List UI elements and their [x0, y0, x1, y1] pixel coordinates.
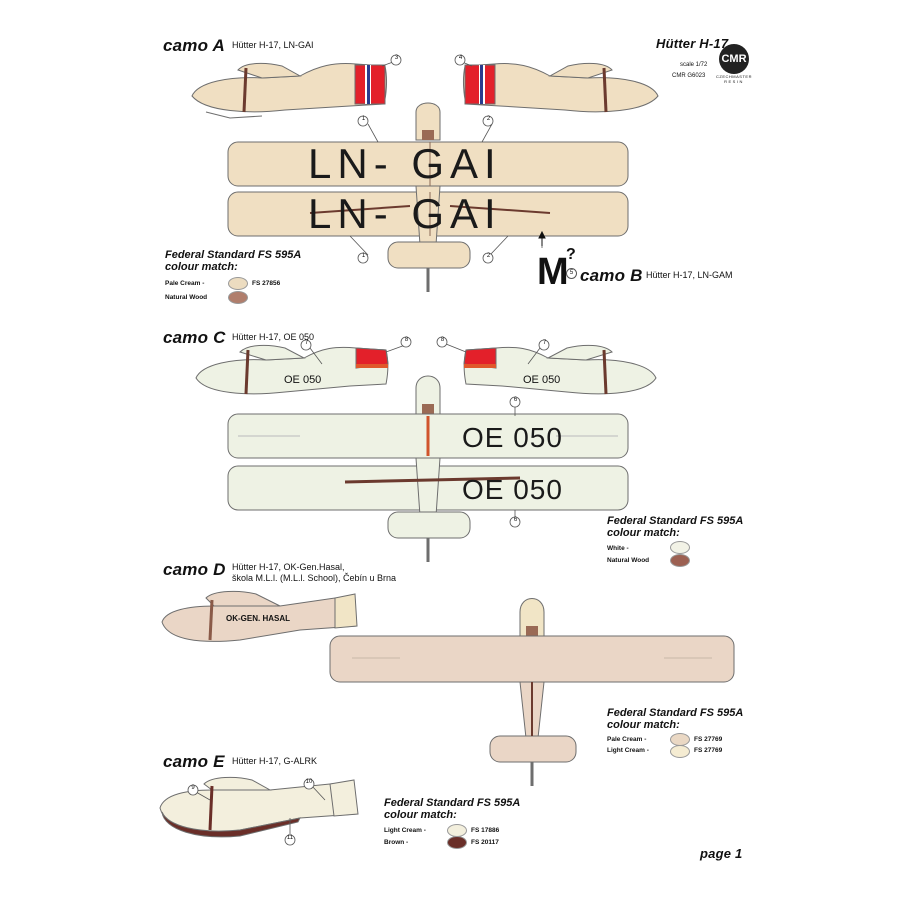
fs1-title: Federal Standard FS 595A [165, 249, 302, 261]
camo-c-side-reg-right: OE 050 [523, 374, 561, 386]
fs1-color1-name: Pale Cream - [165, 280, 205, 287]
fs1-subtitle: colour match: [165, 261, 238, 273]
camo-e-desc: Hütter H-17, G-ALRK [232, 756, 318, 766]
fs1-color1-swatch [228, 277, 248, 290]
camo-a-callout-circles [357, 54, 494, 264]
camo-b-label: camo B [580, 266, 643, 285]
camo-c-side-right [463, 344, 657, 395]
camo-a-plan [227, 102, 629, 292]
camo-c-desc: Hütter H-17, OE 050 [232, 332, 315, 342]
fs4-color2-name: Brown - [384, 839, 409, 846]
callout-1-bottom: 1 [361, 253, 366, 259]
fs4-color1-name: Light Cream - [384, 827, 426, 834]
fs3-title: Federal Standard FS 595A [607, 707, 744, 719]
fs4-title: Federal Standard FS 595A [384, 797, 521, 809]
header-title: Hütter H-17 [656, 36, 729, 51]
fs3-color2-name: Light Cream - [607, 747, 649, 754]
fs2-subtitle: colour match: [607, 527, 680, 539]
callout-9: 9 [191, 785, 195, 791]
callout-6-top: 6 [513, 397, 518, 403]
fs3-color1-name: Pale Cream - [607, 736, 647, 743]
camo-b-mark: M [537, 251, 569, 293]
camo-a-registration-bottom: LN- GAI [308, 190, 502, 237]
fs3-color2-fs: FS 27769 [694, 747, 723, 754]
camo-d-registration: OK-GEN. HASAL [226, 614, 290, 623]
callout-7-left: 7 [304, 340, 309, 346]
callout-8-left: 8 [404, 337, 409, 343]
camo-e-side [159, 776, 359, 838]
callout-1-top: 1 [361, 116, 366, 122]
fs2-title: Federal Standard FS 595A [607, 515, 744, 527]
camo-c-side-reg-left: OE 050 [284, 374, 322, 386]
camo-e-callout-circles [187, 778, 315, 846]
camo-a-callout-lines [349, 61, 543, 256]
callout-7-right: 7 [542, 340, 547, 346]
callout-8-right: 8 [440, 337, 445, 343]
fs2-color2-swatch [670, 554, 690, 567]
fs1-color1-fs: FS 27856 [252, 280, 281, 287]
camo-b-desc: Hütter H-17, LN-GAM [646, 270, 733, 280]
camo-a-side-right [462, 62, 659, 113]
callout-10: 10 [305, 779, 313, 785]
camo-a-desc: Hütter H-17, LN-GAI [232, 40, 314, 50]
camo-b-arrow [538, 230, 546, 246]
camo-c-registration-bottom: OE 050 [462, 474, 563, 505]
callout-2-top: 2 [486, 116, 491, 122]
camo-d-desc2: škola M.L.l. (M.L.l. School), Čebín u Br… [232, 573, 397, 583]
fs2-color1-swatch [670, 541, 690, 554]
callout-6-bottom: 6 [513, 517, 518, 523]
camo-d-label: camo D [163, 560, 226, 579]
fs4-color1-fs: FS 17886 [471, 827, 500, 834]
camo-e-label: camo E [163, 752, 225, 771]
fs1-color2-name: Natural Wood [165, 294, 208, 301]
fs4-color2-fs: FS 20117 [471, 839, 499, 846]
fs3-subtitle: colour match: [607, 719, 680, 731]
camo-d-plan [329, 598, 735, 786]
camo-d-side [161, 590, 358, 642]
camo-b-question: ? [566, 246, 576, 263]
camo-c-label: camo C [163, 328, 226, 347]
camo-a-label: camo A [163, 36, 225, 55]
fs1-color2-swatch [228, 291, 248, 304]
camo-c-registration-top: OE 050 [462, 422, 563, 453]
header-code: CMR G6023 [672, 73, 706, 79]
fs2-color2-name: Natural Wood [607, 557, 650, 564]
callout-11: 11 [286, 835, 294, 841]
camo-a-side-left [191, 62, 388, 119]
fs3-color1-fs: FS 27769 [694, 736, 723, 743]
fs4-color2-swatch [447, 836, 467, 849]
camo-c-callout-circles [300, 336, 550, 528]
callout-4: 4 [458, 55, 463, 61]
header-scale: scale 1/72 [680, 62, 708, 68]
fs3-color2-swatch [670, 745, 690, 758]
page-number: page 1 [700, 846, 743, 861]
logo-sub1: CZECHMASTER [716, 74, 752, 79]
callout-2-bottom: 2 [486, 253, 491, 259]
camo-c-plan [227, 375, 629, 562]
cmr-logo: CMR CZECHMASTER RESIN [714, 44, 754, 90]
callout-3: 3 [394, 55, 399, 61]
fs4-subtitle: colour match: [384, 809, 457, 821]
logo-sub2: RESIN [724, 79, 744, 84]
camo-d-desc1: Hütter H-17, OK-Gen.Hasal, [232, 562, 345, 572]
logo-badge: CMR [719, 44, 749, 74]
fs2-color1-name: White - [607, 545, 629, 552]
callout-5: 5 [566, 268, 577, 279]
camo-a-registration-top: LN- GAI [308, 140, 502, 187]
camo-c-side-left [195, 344, 389, 395]
